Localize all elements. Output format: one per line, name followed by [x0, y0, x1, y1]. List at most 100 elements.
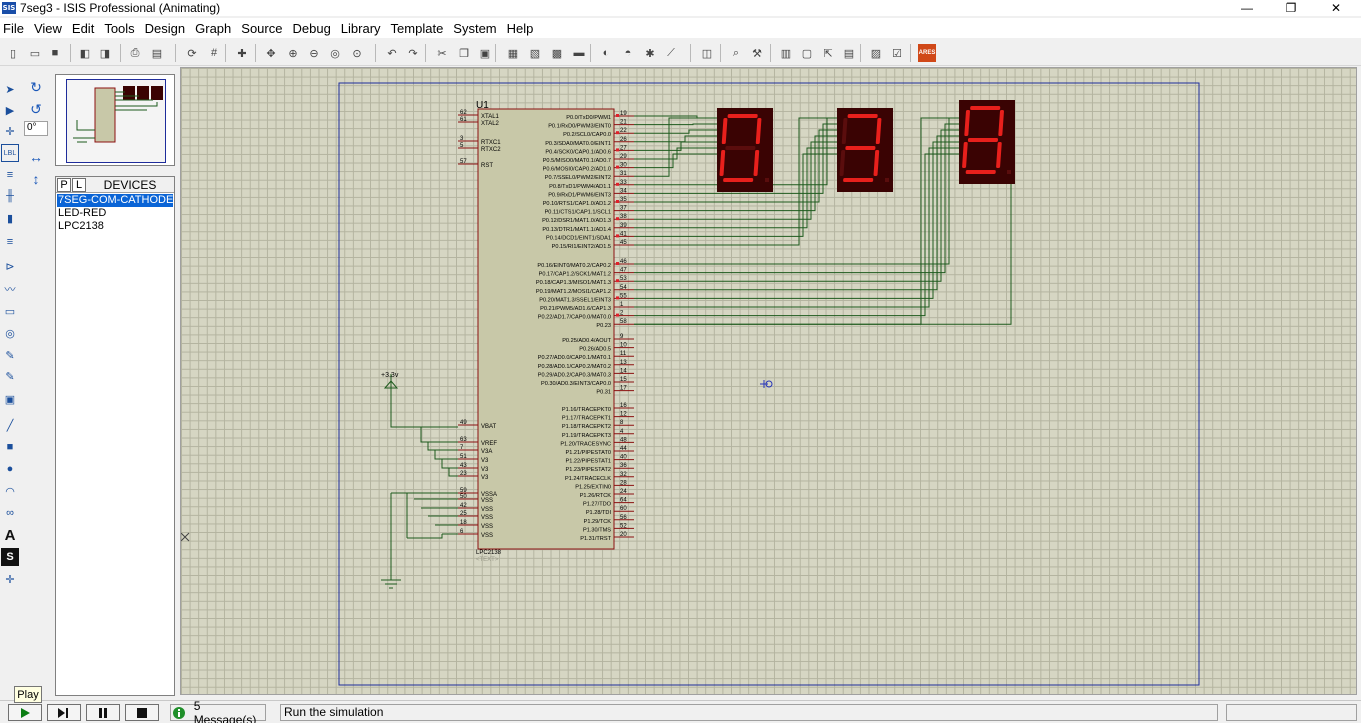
device-item[interactable]: 7SEG-COM-CATHODE: [57, 194, 174, 207]
zoom-child-icon[interactable]: ⇱: [823, 47, 833, 60]
wire-label-icon[interactable]: LBL: [1, 144, 19, 162]
generator-icon[interactable]: ◎: [5, 327, 15, 340]
circle-icon[interactable]: ●: [6, 463, 14, 475]
zoom-area-icon[interactable]: ⊙: [352, 47, 362, 60]
path-icon[interactable]: ∞: [6, 507, 14, 519]
undo-icon[interactable]: ↶: [387, 47, 397, 60]
ares-icon[interactable]: ARES: [918, 44, 936, 62]
tape-recorder-icon[interactable]: ▭: [4, 305, 16, 318]
block-copy-icon[interactable]: ▦: [507, 47, 519, 60]
grid-icon[interactable]: #: [210, 47, 218, 59]
component-mode-icon[interactable]: ▶: [5, 104, 15, 117]
menu-library[interactable]: Library: [340, 20, 381, 36]
property-tool-icon[interactable]: ⚒: [752, 47, 762, 60]
play-button[interactable]: [8, 704, 42, 721]
pick-devices-button[interactable]: P: [57, 177, 71, 192]
line-icon[interactable]: ╱: [6, 419, 14, 432]
rotation-angle-field[interactable]: 0°: [24, 121, 48, 136]
block-move-icon[interactable]: ▧: [529, 47, 541, 60]
box-icon[interactable]: ■: [6, 441, 14, 453]
new-sheet-icon[interactable]: ▥: [780, 47, 792, 60]
menu-template[interactable]: Template: [390, 20, 444, 36]
remove-sheet-icon[interactable]: ▢: [801, 47, 813, 60]
device-pins-icon[interactable]: ⊳: [5, 260, 15, 273]
menu-file[interactable]: File: [3, 20, 24, 36]
cut-icon[interactable]: ✂: [437, 47, 447, 60]
new-icon[interactable]: ▯: [9, 47, 17, 60]
subcircuit-icon[interactable]: ▮: [6, 212, 14, 225]
menu-debug[interactable]: Debug: [292, 20, 331, 36]
menu-graph[interactable]: Graph: [195, 20, 232, 36]
menu-design[interactable]: Design: [144, 20, 186, 36]
pan-icon[interactable]: ✥: [266, 47, 276, 60]
symbol-icon[interactable]: S: [1, 548, 19, 566]
make-device-icon[interactable]: ◓: [624, 47, 632, 59]
zoom-in-icon[interactable]: ⊕: [288, 47, 298, 60]
netlist-icon[interactable]: ▤: [843, 47, 855, 60]
junction-dot-icon[interactable]: ✛: [5, 125, 15, 138]
voltage-probe-icon[interactable]: ✎: [5, 349, 15, 362]
message-counter[interactable]: 5 Message(s): [170, 699, 266, 723]
rotate-anticlockwise-icon[interactable]: ↺: [30, 100, 42, 117]
selection-mode-icon[interactable]: ➤: [5, 83, 15, 96]
packaging-icon[interactable]: ✱: [645, 47, 655, 60]
menu-source[interactable]: Source: [241, 20, 283, 36]
pick-device-icon[interactable]: ◐: [602, 47, 610, 59]
import-icon[interactable]: ◧: [79, 47, 91, 60]
pause-button[interactable]: [86, 704, 120, 721]
ic-pin-number: 23: [460, 471, 467, 477]
redo-icon[interactable]: ↷: [408, 47, 418, 60]
current-probe-icon[interactable]: ✎: [5, 370, 15, 383]
copy-icon[interactable]: ❐: [459, 47, 469, 60]
minimize-button[interactable]: —: [1241, 1, 1253, 15]
open-icon[interactable]: ▭: [29, 47, 41, 60]
block-delete-icon[interactable]: ▬: [573, 47, 585, 59]
refresh-icon[interactable]: ⟳: [187, 47, 197, 60]
save-icon[interactable]: ■: [51, 47, 59, 59]
menu-help[interactable]: Help: [506, 20, 534, 36]
display-segment: [845, 146, 876, 150]
paste-icon[interactable]: ▣: [479, 47, 491, 60]
common-wire: [634, 183, 1012, 325]
search-icon[interactable]: ⌕: [732, 46, 740, 59]
menu-tools[interactable]: Tools: [104, 20, 135, 36]
block-rotate-icon[interactable]: ▩: [551, 47, 563, 60]
pin-state-indicator: [616, 131, 619, 135]
mirror-y-icon[interactable]: ↕: [32, 171, 40, 187]
maximize-button[interactable]: ❐: [1285, 1, 1297, 15]
stop-button[interactable]: [125, 704, 159, 721]
terminals-icon[interactable]: ≡: [6, 236, 14, 248]
erc-icon[interactable]: ☑: [892, 47, 902, 60]
device-item[interactable]: LED-RED: [58, 207, 107, 219]
bom-icon[interactable]: ▨: [870, 47, 882, 60]
print-icon[interactable]: ⎙: [130, 46, 140, 59]
ic-pin-number: 11: [620, 351, 627, 357]
arc-icon[interactable]: ◠: [5, 485, 15, 498]
mirror-x-icon[interactable]: ↔: [29, 149, 43, 165]
menu-system[interactable]: System: [453, 20, 497, 36]
menu-edit[interactable]: Edit: [71, 20, 95, 36]
wire-autorouter-icon[interactable]: ◫: [701, 47, 713, 60]
message-count-text: 5 Message(s): [193, 698, 257, 723]
ic-pin-number: 57: [460, 159, 467, 165]
close-button[interactable]: ✕: [1330, 1, 1342, 15]
device-item[interactable]: LPC2138: [58, 220, 104, 232]
decompose-icon[interactable]: ⟋: [667, 46, 675, 59]
origin-icon[interactable]: ✚: [237, 47, 247, 60]
graph-mode-icon[interactable]: 〰: [4, 284, 16, 296]
marker-icon[interactable]: ✛: [5, 573, 15, 586]
text-script-icon[interactable]: ≡: [6, 169, 14, 181]
export-icon[interactable]: ◨: [99, 47, 111, 60]
zoom-out-icon[interactable]: ⊖: [309, 47, 319, 60]
library-manager-button[interactable]: L: [72, 177, 86, 192]
rotate-clockwise-icon[interactable]: ↻: [30, 78, 42, 95]
step-button[interactable]: [47, 704, 81, 721]
buses-icon[interactable]: ╫: [6, 190, 14, 202]
menu-view[interactable]: View: [33, 20, 62, 36]
virtual-instruments-icon[interactable]: ▣: [4, 393, 16, 406]
text-icon[interactable]: A: [4, 526, 16, 544]
overview-window[interactable]: [55, 74, 175, 166]
zoom-all-icon[interactable]: ◎: [330, 47, 340, 60]
area-icon[interactable]: ▤: [151, 47, 163, 60]
